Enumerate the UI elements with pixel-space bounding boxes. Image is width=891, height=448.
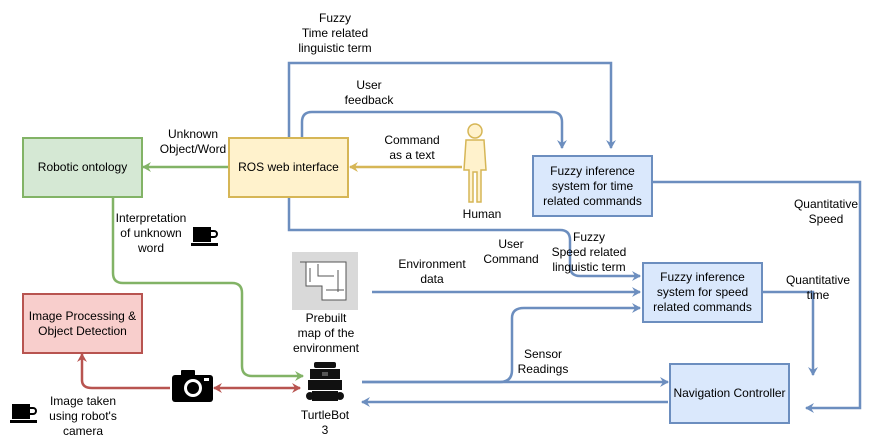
quantitative-time-label: Quantitative time [785,273,851,302]
turtlebot-label: TurtleBot 3 [300,408,350,437]
sensor-readings-label: Sensor Readings [517,347,569,376]
edge-sensor-readings [362,303,641,384]
interpretation-label: Interpretation of unknown word [115,211,187,255]
coffee-cup-icon [191,227,218,246]
unknown-object-label: Unknown Object/Word [159,127,227,156]
edge-user-feedback [300,110,567,149]
map-icon [292,252,358,310]
fuzzy-speed-label: Fuzzy Speed related linguistic term [551,230,627,274]
fis-time-box: Fuzzy inference system for time related … [532,155,653,217]
quantitative-speed-label: Quantitative Speed [793,197,859,226]
env-data-label: Environment data [398,257,466,286]
turtlebot-icon [306,362,344,401]
fuzzy-time-label: Fuzzy Time related linguistic term [298,11,372,55]
edge-ros-to-fis-time-fuzzy-term [287,61,616,149]
edge-image-proc-to-camera [77,353,170,390]
image-processing-box: Image Processing & Object Detection [22,293,143,354]
edge-quantitative-time [763,290,818,376]
edge-user-command [287,197,641,281]
fis-speed-box: Fuzzy inference system for speed related… [642,262,763,323]
ros-web-interface-box: ROS web interface [228,137,349,198]
camera-icon [172,370,213,402]
human-label: Human [462,207,502,221]
user-feedback-label: User feedback [344,78,394,107]
coffee-cup-icon [10,404,37,423]
command-text-label: Command as a text [384,133,440,162]
edge-quantitative-speed [653,180,862,413]
human-icon [463,123,487,203]
user-command-label: User Command [483,237,539,266]
robotic-ontology-box: Robotic ontology [22,137,143,198]
map-label: Prebuilt map of the environment [292,311,360,355]
navigation-controller-box: Navigation Controller [669,363,790,424]
edge-ontology-to-turtlebot [111,198,304,381]
image-taken-label: Image taken using robot's camera [49,394,117,438]
